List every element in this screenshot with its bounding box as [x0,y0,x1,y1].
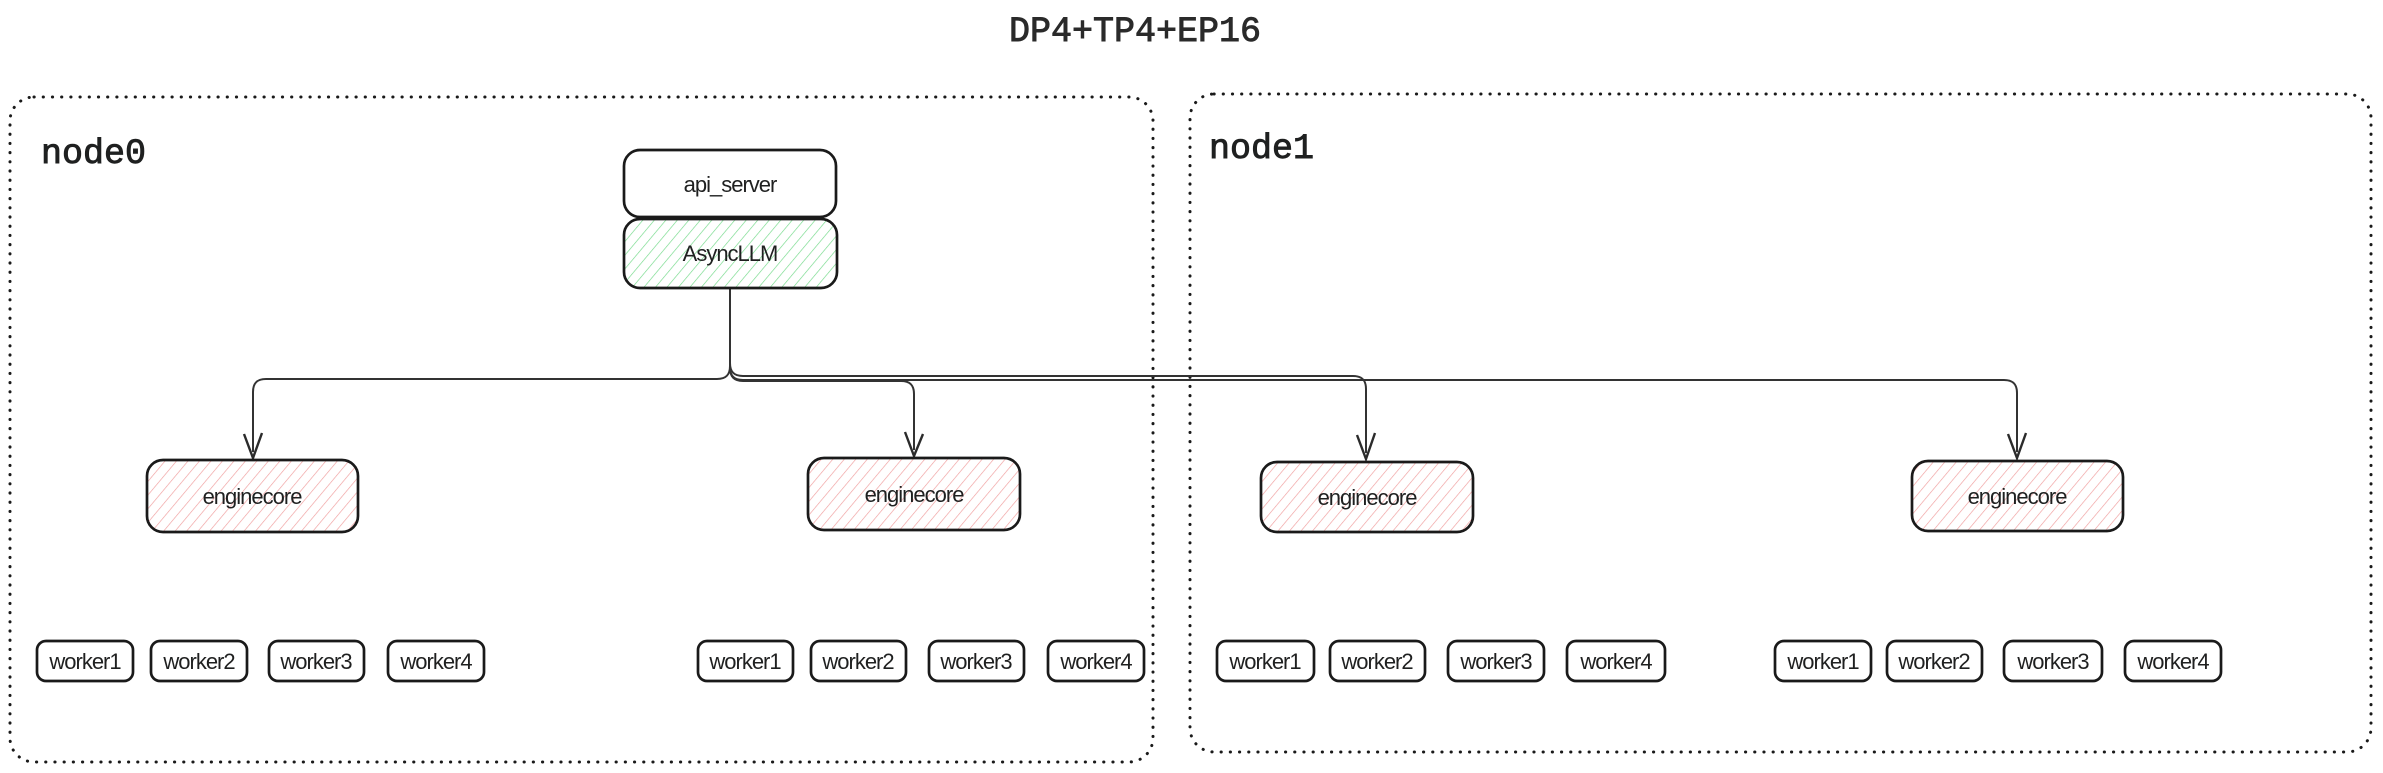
svg-text:api_server: api_server [684,172,777,197]
svg-text:enginecore: enginecore [865,482,965,507]
svg-text:worker3: worker3 [2016,649,2089,674]
svg-text:worker1: worker1 [1228,649,1301,674]
svg-text:worker2: worker2 [1340,649,1413,674]
svg-text:DP4+TP4+EP16: DP4+TP4+EP16 [1009,12,1261,52]
svg-text:node1: node1 [1209,129,1314,169]
svg-text:enginecore: enginecore [203,484,303,509]
svg-text:worker3: worker3 [279,649,352,674]
svg-text:node0: node0 [41,134,146,174]
svg-text:worker1: worker1 [708,649,781,674]
svg-text:worker4: worker4 [1579,649,1652,674]
svg-text:enginecore: enginecore [1968,484,2068,509]
svg-text:worker4: worker4 [399,649,472,674]
svg-text:worker1: worker1 [48,649,121,674]
svg-text:worker2: worker2 [162,649,235,674]
svg-text:worker2: worker2 [1897,649,1970,674]
svg-text:worker3: worker3 [1459,649,1532,674]
svg-text:worker3: worker3 [939,649,1012,674]
svg-text:worker2: worker2 [821,649,894,674]
svg-text:worker4: worker4 [2136,649,2209,674]
svg-text:worker1: worker1 [1786,649,1859,674]
svg-text:AsyncLLM: AsyncLLM [683,241,778,266]
svg-text:worker4: worker4 [1059,649,1132,674]
svg-text:enginecore: enginecore [1318,485,1418,510]
